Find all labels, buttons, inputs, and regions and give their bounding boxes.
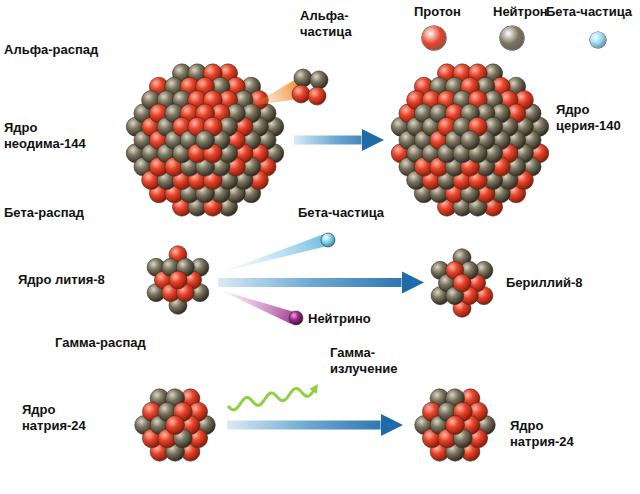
proton-ball <box>292 85 310 103</box>
legend-text: Нейтрон <box>493 4 548 20</box>
caption-label: Гамма-распад <box>55 335 146 351</box>
legend-text: Бета-частица <box>546 4 632 20</box>
nucleus-label: Ядро неодима-144 <box>4 120 100 152</box>
legend-swatch <box>422 26 446 50</box>
neutrino-particle <box>289 311 303 325</box>
nucleus-label: Ядро церия-140 <box>556 102 621 134</box>
legend-text: Протон <box>414 4 461 20</box>
nucleus-node: Ядро церия-140 <box>388 58 552 222</box>
caption-label: Гамма-излучение <box>330 345 410 377</box>
caption-label: Альфа-распад <box>4 42 98 58</box>
nucleus-cluster <box>135 389 216 461</box>
nucleus-cluster <box>126 64 284 216</box>
decay-arrow <box>294 136 362 145</box>
caption-label: Нейтрино <box>308 311 371 327</box>
nucleus-cluster <box>431 249 493 318</box>
caption-label: Бета-распад <box>4 205 84 221</box>
neutron-ball <box>196 131 215 150</box>
nucleus-node: Бериллий-8 <box>428 249 496 317</box>
nucleus-cluster <box>391 64 549 216</box>
beta-ray <box>222 234 327 272</box>
caption-label: Бета-частица <box>298 205 384 221</box>
nucleus-node: Ядро лития-8 <box>142 244 214 316</box>
proton-ball <box>169 271 187 289</box>
nucleus-cluster <box>415 389 496 461</box>
neutron-ball <box>294 69 312 87</box>
beta-particle <box>321 233 335 247</box>
legend-swatch <box>590 32 606 48</box>
neutron-ball <box>461 131 480 150</box>
proton-ball <box>446 416 465 435</box>
nucleus-cluster <box>147 246 209 315</box>
nucleus-label: Бериллий-8 <box>506 275 583 291</box>
nucleus-label: Ядро натрия-24 <box>510 418 574 450</box>
neutrino-ray <box>220 290 294 324</box>
nucleus-node: Ядро неодима-144 <box>120 55 290 225</box>
decay-arrow <box>227 421 381 430</box>
proton-ball <box>308 87 326 105</box>
gamma-wave <box>228 388 314 410</box>
nucleus-node: Ядро натрия-24 <box>127 377 223 473</box>
caption-label: Альфа-частица <box>300 8 362 40</box>
proton-ball <box>453 274 471 292</box>
decay-arrow <box>218 278 402 287</box>
proton-ball <box>166 416 185 435</box>
nucleus-label: Ядро натрия-24 <box>22 402 102 434</box>
neutron-ball <box>310 71 328 89</box>
legend-swatch <box>500 26 524 50</box>
nucleus-label: Ядро лития-8 <box>18 272 105 288</box>
nucleus-node: Ядро натрия-24 <box>407 377 503 473</box>
